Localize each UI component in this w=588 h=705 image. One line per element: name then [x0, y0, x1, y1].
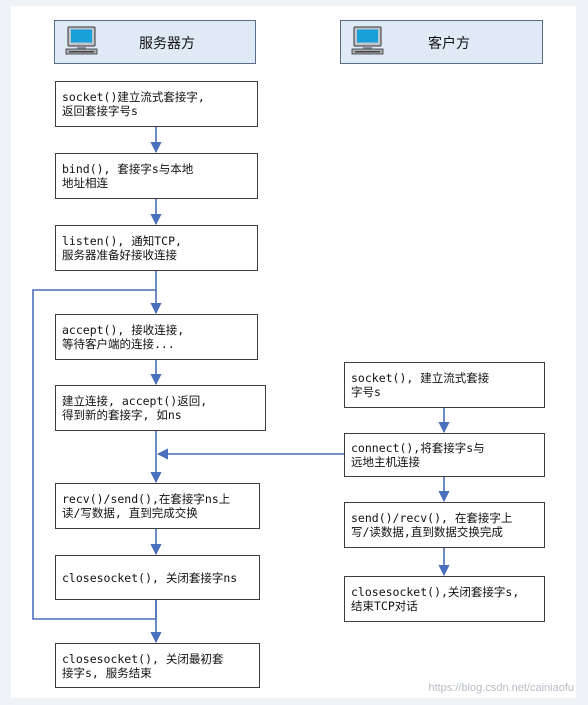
- server-step-listen: listen(), 通知TCP, 服务器准备好接收连接: [55, 225, 258, 271]
- server-step-accept-text: accept(), 接收连接, 等待客户端的连接...: [62, 323, 185, 351]
- server-step-listen-text: listen(), 通知TCP, 服务器准备好接收连接: [62, 234, 182, 262]
- server-step-close-s-text: closesocket(), 关闭最初套 接字s, 服务结束: [62, 651, 224, 680]
- server-header: 服务器方: [54, 20, 256, 64]
- server-step-established-text: 建立连接, accept()返回, 得到新的套接字, 如ns: [62, 394, 208, 422]
- client-step-send-recv: send()/recv(), 在套接字上 写/读数据,直到数据交换完成: [344, 502, 545, 548]
- server-step-socket: socket()建立流式套接字, 返回套接字号s: [55, 81, 258, 127]
- server-step-socket-text: socket()建立流式套接字, 返回套接字号s: [62, 90, 205, 118]
- client-step-socket: socket(), 建立流式套接 字号s: [344, 362, 545, 408]
- client-header: 客户方: [340, 20, 543, 64]
- server-step-close-ns: closesocket(), 关闭套接字ns: [55, 555, 260, 600]
- server-step-close-ns-text: closesocket(), 关闭套接字ns: [62, 570, 238, 585]
- server-step-recv-send: recv()/send(),在套接字ns上 读/写数据, 直到完成交换: [55, 483, 260, 529]
- server-step-close-s: closesocket(), 关闭最初套 接字s, 服务结束: [55, 643, 260, 688]
- server-step-accept: accept(), 接收连接, 等待客户端的连接...: [55, 314, 258, 360]
- server-step-recv-send-text: recv()/send(),在套接字ns上 读/写数据, 直到完成交换: [62, 492, 231, 520]
- watermark: https://blog.csdn.net/cainiaofu: [428, 682, 574, 694]
- client-step-connect-text: connect(),将套接字s与 远地主机连接: [351, 441, 485, 469]
- computer-icon: [65, 26, 98, 55]
- server-step-established: 建立连接, accept()返回, 得到新的套接字, 如ns: [55, 385, 266, 431]
- server-step-bind: bind(), 套接字s与本地 地址相连: [55, 153, 258, 199]
- client-step-close-s: closesocket(),关闭套接字s, 结束TCP对话: [344, 576, 545, 622]
- server-header-label: 服务器方: [139, 36, 195, 52]
- client-step-close-s-text: closesocket(),关闭套接字s, 结束TCP对话: [351, 585, 520, 613]
- client-step-socket-text: socket(), 建立流式套接 字号s: [351, 371, 490, 399]
- client-header-label: 客户方: [428, 36, 470, 52]
- computer-icon: [351, 26, 384, 55]
- client-step-connect: connect(),将套接字s与 远地主机连接: [344, 433, 545, 477]
- client-step-send-recv-text: send()/recv(), 在套接字上 写/读数据,直到数据交换完成: [351, 511, 513, 539]
- server-step-bind-text: bind(), 套接字s与本地 地址相连: [62, 162, 194, 190]
